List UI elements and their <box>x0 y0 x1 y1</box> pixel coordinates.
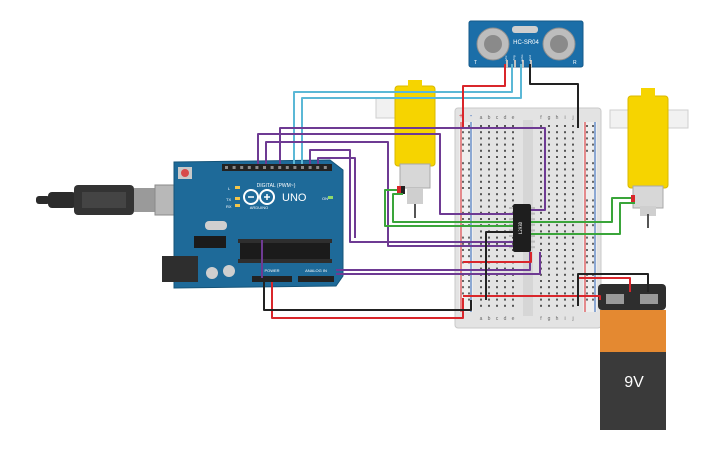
dc-motor-right[interactable] <box>609 88 689 228</box>
sensor-t-mark: T <box>474 60 477 66</box>
breadboard-column-label: e <box>512 115 515 121</box>
breadboard-column-label: h <box>556 115 559 121</box>
breadboard-column-label: j <box>571 316 573 322</box>
breadboard-column-label: b <box>488 115 491 121</box>
analog-header-label: ANALOG IN <box>305 268 327 273</box>
breadboard-column-label: b <box>488 316 491 322</box>
sensor-pin-label: Vcc <box>504 55 508 61</box>
breadboard-column-label: a <box>480 316 483 322</box>
breadboard-column-label: g <box>548 316 551 322</box>
digital-header-label: DIGITAL (PWM~) <box>257 183 296 189</box>
breadboard-column-label: d <box>504 115 507 121</box>
atmega-chip <box>240 243 330 259</box>
rail-minus-label: - <box>470 113 473 120</box>
wire-purple-8 <box>336 252 541 275</box>
battery-label: 9V <box>624 374 644 391</box>
wire-red-arduino <box>271 282 464 319</box>
rail-plus-label: + <box>459 113 463 120</box>
breadboard-column-label: i <box>564 115 565 121</box>
breadboard-column-label: d <box>504 316 507 322</box>
breadboard-column-label: f <box>540 316 542 322</box>
sensor-r-mark: R <box>573 60 577 66</box>
usb-cable[interactable] <box>36 184 190 216</box>
sensor-model-label: HC-SR04 <box>513 40 539 46</box>
wire-black-arduino <box>263 282 472 311</box>
crystal-icon <box>205 221 227 230</box>
led-tx-label: TX <box>226 197 231 202</box>
wires[interactable] <box>257 64 649 319</box>
sensor-pin-label: Echo <box>520 54 524 61</box>
wire-purple-3 <box>309 149 513 243</box>
breadboard-column-label: a <box>480 115 483 121</box>
wire-black-battery <box>577 273 649 306</box>
led-rx-icon <box>235 204 240 207</box>
capacitor-icon <box>223 265 235 277</box>
digital-header-pins <box>225 166 327 169</box>
board-model-label: UNO <box>282 192 307 204</box>
arduino-uno[interactable]: DIGITAL (PWM~) UNO ARDUINO L TX RX ON <box>36 159 344 289</box>
dc-motor-left[interactable] <box>375 80 436 218</box>
analog-header[interactable] <box>298 276 334 282</box>
wire-cyan-2 <box>301 64 522 164</box>
wire-red-sensor <box>462 64 506 128</box>
wire-purple-1 <box>257 133 513 215</box>
sensor-pin-label: Trig <box>512 55 516 60</box>
led-rx-label: RX <box>226 204 232 209</box>
wire-green-2 <box>392 193 513 223</box>
wire-red-rail <box>463 295 601 300</box>
led-tx-icon <box>235 197 240 200</box>
breadboard-column-label: j <box>571 115 573 121</box>
led-l-label: L <box>228 186 231 191</box>
wire-purple-5 <box>279 127 546 211</box>
breadboard-column-label: f <box>540 115 542 121</box>
capacitor-icon <box>206 267 218 279</box>
chip-label: L293D <box>518 221 523 234</box>
sensor-pin-label: Gnd <box>528 55 532 61</box>
arduino-logo-icon <box>243 189 275 205</box>
power-jack[interactable] <box>162 256 198 282</box>
breadboard-column-label: c <box>496 316 499 322</box>
ultrasonic-sensor[interactable]: HC-SR04 T R Vcc Trig Echo Gnd <box>468 20 584 68</box>
battery-9v[interactable]: 9V <box>598 284 666 430</box>
led-on-label: ON <box>322 196 328 201</box>
board-brand-label: ARDUINO <box>250 205 268 210</box>
breadboard-column-label: e <box>512 316 515 322</box>
wire-purple-2 <box>265 141 513 247</box>
wire-green-3 <box>531 197 631 223</box>
breadboard-column-label: h <box>556 316 559 322</box>
power-header-label: POWER <box>264 268 279 273</box>
wire-black-chip <box>485 231 513 300</box>
power-header[interactable] <box>252 276 292 282</box>
motor-driver-chip[interactable]: L293D <box>509 204 535 252</box>
digital-header[interactable] <box>222 164 332 171</box>
breadboard-holes <box>462 125 594 307</box>
wire-purple-4 <box>317 157 356 238</box>
wire-green-1 <box>384 189 513 227</box>
led-l-icon <box>235 186 240 189</box>
breadboard-column-label: c <box>496 115 499 121</box>
breadboard-column-label: g <box>548 115 551 121</box>
led-on-icon <box>328 196 333 199</box>
breadboard-column-label: i <box>564 316 565 322</box>
wire-green-4 <box>531 202 635 235</box>
wire-black-sensor <box>529 64 579 128</box>
